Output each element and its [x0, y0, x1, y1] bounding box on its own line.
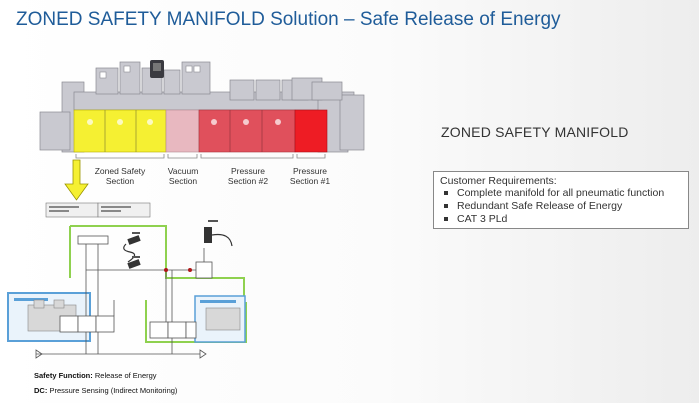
- bullet-icon: [444, 217, 448, 221]
- requirements-header: Customer Requirements:: [440, 175, 557, 187]
- page-title: ZONED SAFETY MANIFOLD Solution – Safe Re…: [16, 9, 561, 30]
- requirement-item: Redundant Safe Release of Energy: [440, 200, 688, 213]
- bullet-icon: [444, 204, 448, 208]
- pressure-section-1: [294, 109, 328, 153]
- yellow-arrow: [64, 159, 89, 201]
- requirements-box: Customer Requirements: Complete manifold…: [433, 171, 689, 229]
- bullet-icon: [444, 191, 448, 195]
- requirement-item: Complete manifold for all pneumatic func…: [440, 187, 688, 200]
- safety-function-line: Safety Function: Release of Energy: [34, 371, 157, 380]
- pressure-section-2: [198, 109, 296, 153]
- manifold-heading: ZONED SAFETY MANIFOLD: [441, 124, 629, 140]
- dc-line: DC: Pressure Sensing (Indirect Monitorin…: [34, 386, 178, 395]
- vacuum-section: [165, 109, 200, 153]
- requirement-item: CAT 3 PLd: [440, 213, 688, 226]
- zoned-safety-section: [73, 109, 167, 153]
